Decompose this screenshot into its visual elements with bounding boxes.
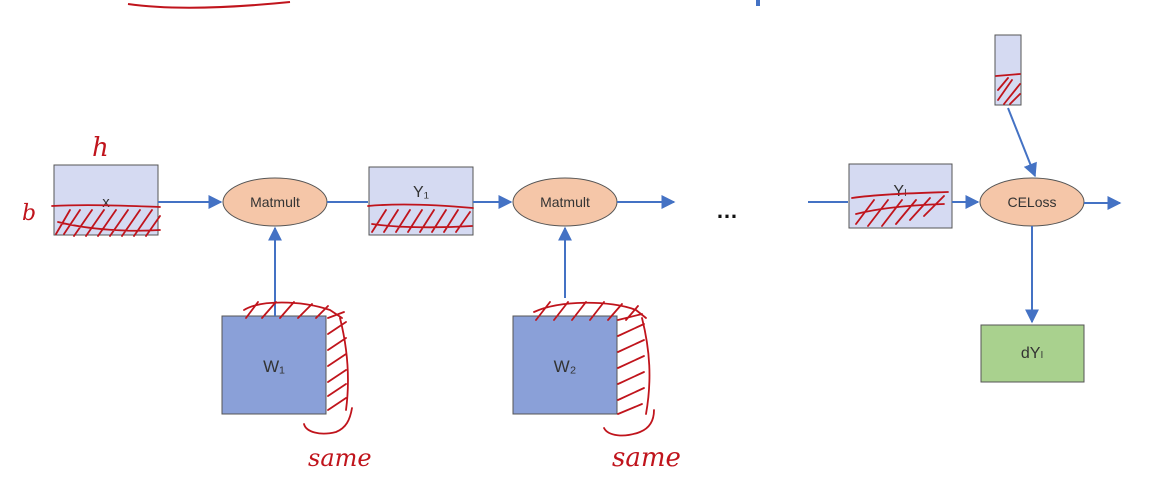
matmult-op-1: Matmult — [222, 177, 328, 227]
y1-label: Y₁ — [413, 184, 429, 201]
annotation-same-2: same — [612, 443, 681, 473]
edges — [158, 107, 1122, 324]
gradient-dyl: dYₗ — [980, 324, 1085, 383]
ink-bracket-w2 — [603, 409, 655, 437]
matmult-2-label: Matmult — [540, 194, 590, 210]
matmult-1-label: Matmult — [250, 194, 300, 210]
edge-target-to-celoss — [1007, 107, 1037, 178]
celoss-op: CELoss — [979, 177, 1085, 227]
annotation-same-1: same — [308, 444, 372, 472]
ink-hatch-y1 — [367, 203, 474, 233]
annotation-h: h — [92, 133, 109, 163]
weight-w1: W₁ — [221, 315, 327, 415]
ink-hatch-target — [995, 73, 1021, 105]
annotation-b: b — [22, 201, 36, 226]
w2-label: W₂ — [554, 357, 577, 376]
ink-scribble-w2 — [533, 301, 651, 415]
yl-label: Yₗ — [893, 183, 906, 200]
grad-label: dYₗ — [1021, 345, 1043, 362]
matmult-op-2: Matmult — [512, 177, 618, 227]
input-label: x — [102, 194, 110, 211]
activation-tensor-y1: Y₁ — [368, 166, 474, 236]
weight-w2: W₂ — [512, 315, 618, 415]
w1-label: W₁ — [263, 357, 285, 376]
ink-hatch-x — [51, 204, 161, 237]
top-ink-stroke — [127, 1, 291, 9]
ink-hatch-yl — [851, 191, 949, 227]
ink-bracket-w1 — [303, 407, 353, 435]
ink-scribble-w1 — [243, 301, 349, 411]
loss-label: CELoss — [1007, 194, 1056, 210]
ink-annotations — [51, 73, 1021, 437]
target-vector — [994, 34, 1022, 106]
ellipsis-text: … — [716, 198, 738, 223]
